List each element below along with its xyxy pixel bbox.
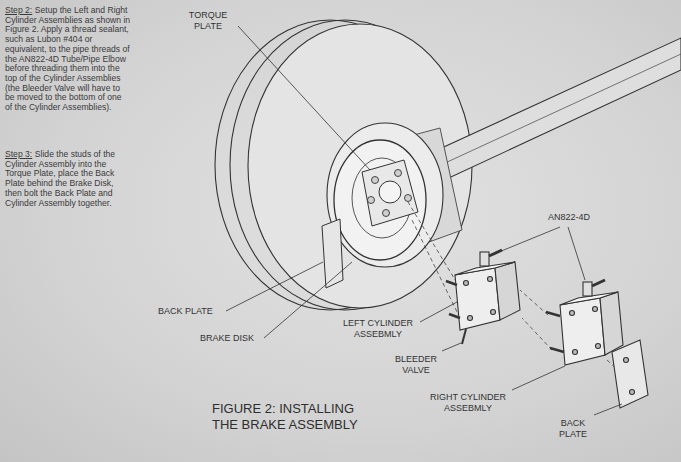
dash-line (412, 220, 460, 318)
back-plate (322, 219, 343, 288)
elbow-fitting (480, 252, 489, 266)
stud (446, 281, 457, 285)
bolt-hole (593, 307, 598, 312)
leader-lines (226, 26, 622, 415)
part-label: LEFT CYLINDER ASSEBMLY (336, 318, 420, 339)
leader-line (442, 343, 461, 351)
bolt (368, 197, 375, 204)
right-back-plate (612, 340, 648, 408)
bolt (405, 195, 412, 202)
leader-line (264, 262, 352, 338)
left-cylinder (446, 250, 520, 344)
part-label: BRAKE DISK (200, 333, 254, 344)
part-label: BACK PLATE (158, 306, 213, 317)
part-label: BLEEDER VALVE (390, 354, 442, 375)
dash-line (520, 290, 548, 315)
elbow-pipe (592, 280, 605, 286)
stud (546, 312, 560, 316)
bolt-hole (491, 310, 496, 315)
hub-bolts (368, 170, 412, 217)
instruction-text: Step 2:Setup the Left and Right Cylinder… (5, 6, 131, 113)
torque-plate (362, 160, 418, 226)
bolt-hole (596, 344, 601, 349)
leader-line (512, 366, 565, 390)
figure-caption: FIGURE 2: INSTALLING THE BRAKE ASSEMBLY (212, 401, 372, 434)
cylinder-side (600, 292, 623, 355)
leader-line (494, 227, 560, 254)
bolt-hole (468, 316, 473, 321)
brake-disk (334, 140, 426, 260)
part-label: TORQUE PLATE (180, 10, 236, 31)
cylinder-face (455, 268, 500, 330)
part-label: BACK PLATE (550, 418, 596, 439)
dash-line (522, 318, 552, 350)
bolt-hole (624, 358, 629, 363)
stud (449, 314, 460, 318)
step-heading: Step 3: (5, 149, 32, 159)
leader-line (238, 26, 370, 170)
tire (215, 20, 472, 310)
bolt-hole (573, 350, 578, 355)
step-heading: Step 2: (5, 5, 32, 15)
assembly-lines (408, 202, 620, 372)
instruction-text: Step 3:Slide the studs of the Cylinder A… (5, 150, 131, 208)
leader-line (594, 404, 622, 415)
dash-line (408, 202, 457, 283)
tire-sidewall (248, 24, 472, 308)
back-plate (612, 340, 648, 408)
step-text: Setup the Left and Right Cylinder Assemb… (5, 5, 130, 112)
bolt-hole (488, 277, 493, 282)
bolt (395, 170, 402, 177)
part-label: RIGHT CYLINDER ASSEBMLY (422, 392, 514, 413)
part-label: AN822-4D (548, 212, 590, 223)
bolt (383, 210, 390, 217)
leader-line (568, 227, 585, 280)
bolt-hole (464, 281, 469, 286)
bolt-hole (570, 311, 575, 316)
bolt (372, 177, 379, 184)
leader-line (226, 262, 323, 311)
cylinder-face (560, 298, 605, 365)
bleeder-valve (462, 329, 466, 344)
bolt-hole (630, 390, 635, 395)
cylinder-side (495, 262, 520, 320)
leader-line (420, 302, 457, 322)
wheel-rim (327, 123, 443, 267)
right-cylinder (546, 280, 623, 365)
axle-hub (379, 181, 401, 203)
stud (550, 348, 564, 352)
elbow-fitting (583, 282, 592, 296)
